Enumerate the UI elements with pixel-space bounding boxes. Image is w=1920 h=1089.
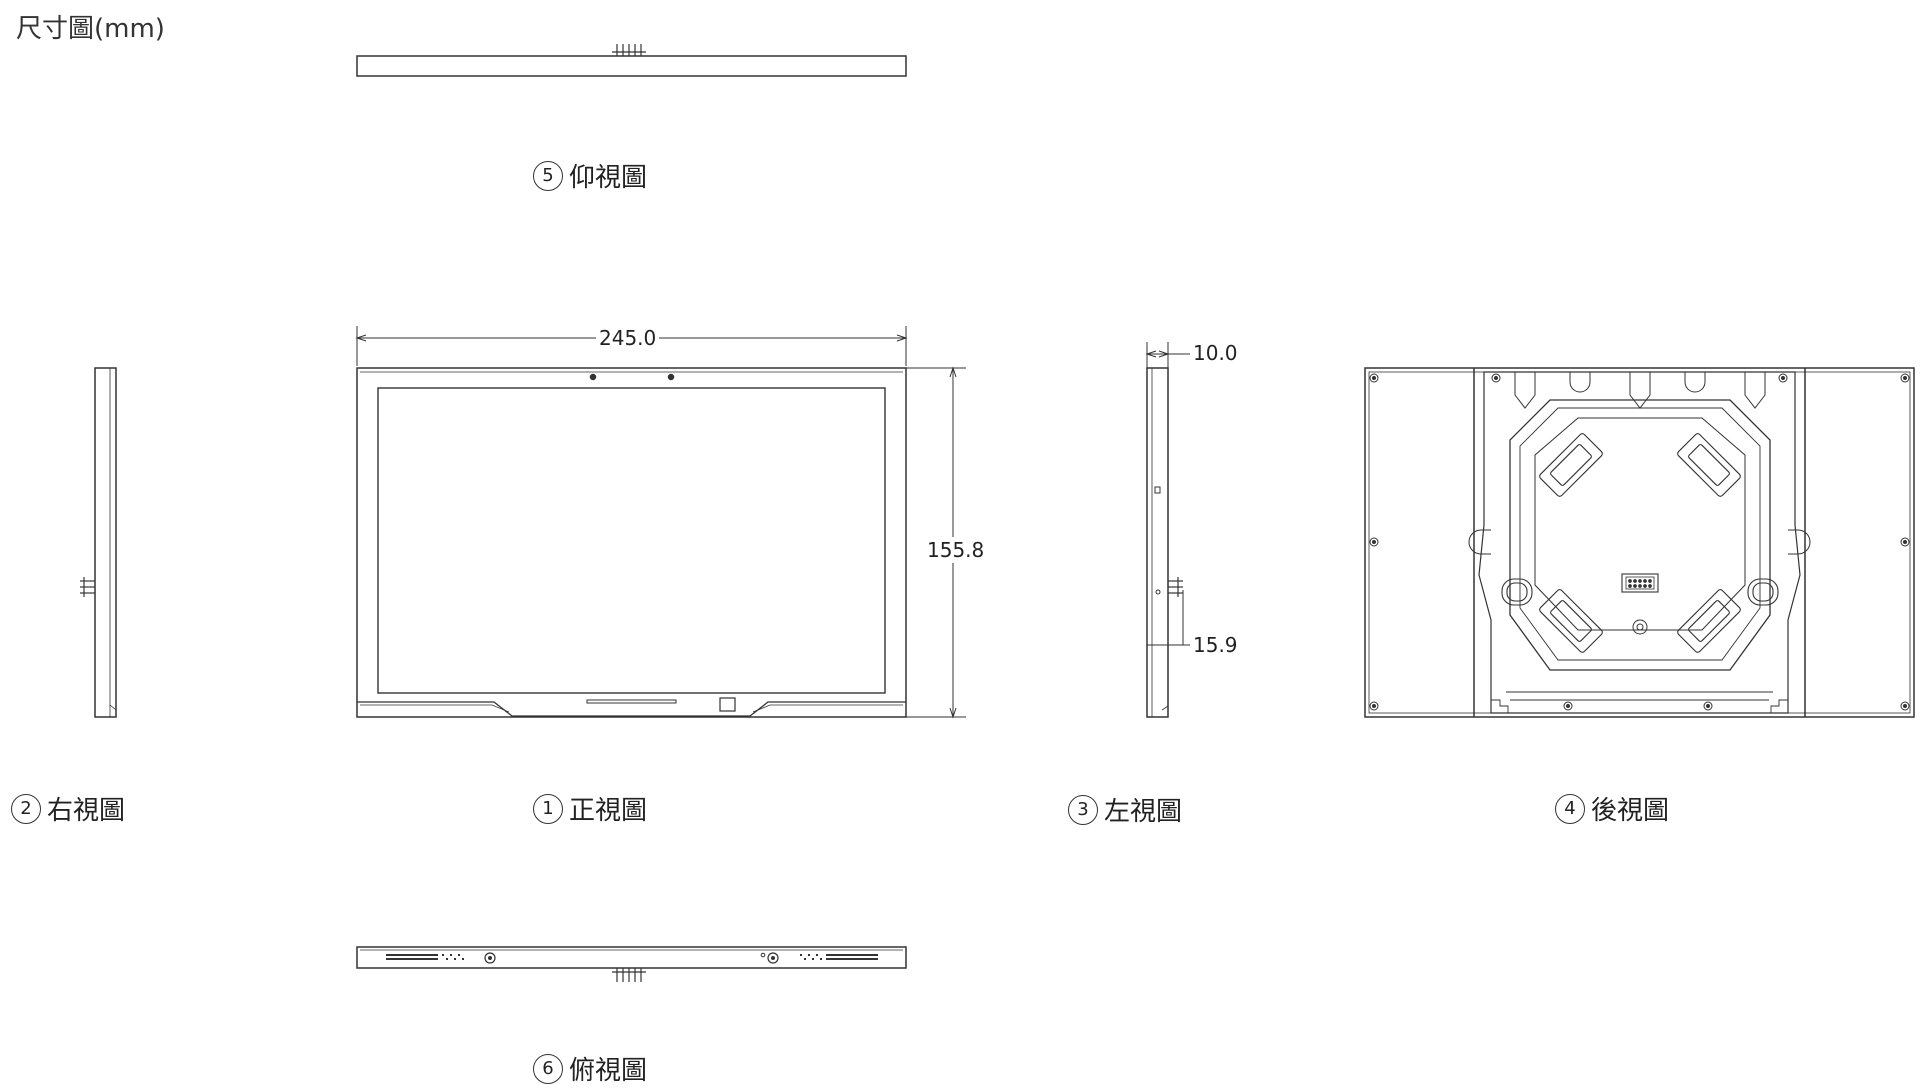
top-view-connector-pins bbox=[612, 968, 646, 982]
right-view bbox=[80, 367, 117, 718]
mounting-bracket bbox=[1478, 371, 1801, 714]
bottom-view-connector-pins bbox=[612, 44, 646, 56]
view-label: 正視圖 bbox=[569, 796, 648, 826]
left-view bbox=[1145, 342, 1190, 718]
view-label: 左視圖 bbox=[1104, 797, 1183, 827]
back-view bbox=[1364, 367, 1915, 718]
top-view bbox=[356, 946, 907, 982]
caption-left-view: 3 左視圖 bbox=[1068, 791, 1182, 828]
view-label: 後視圖 bbox=[1591, 796, 1670, 826]
back-view-connector-block bbox=[1621, 573, 1659, 593]
view-number-badge: 6 bbox=[533, 1053, 563, 1084]
top-view-vent-left bbox=[386, 954, 464, 960]
bracket-latch-bottom-right bbox=[1677, 589, 1741, 653]
bracket-inner-frame bbox=[1509, 399, 1771, 671]
depth-dimension-label: 10.0 bbox=[1193, 341, 1238, 365]
view-number-badge: 4 bbox=[1555, 793, 1585, 824]
view-label: 俯視圖 bbox=[569, 1056, 648, 1086]
front-view bbox=[355, 326, 966, 719]
bracket-latch-top-left bbox=[1539, 433, 1603, 497]
page-title: 尺寸圖(mm) bbox=[16, 14, 165, 44]
right-view-connector bbox=[80, 577, 95, 597]
bracket-top-hooks bbox=[1514, 372, 1766, 409]
caption-bottom-view: 5 仰視圖 bbox=[533, 157, 647, 194]
view-number-badge: 1 bbox=[533, 793, 563, 824]
bracket-latch-top-right bbox=[1677, 433, 1741, 497]
view-label: 仰視圖 bbox=[569, 163, 648, 193]
bracket-depth-dimension-label: 15.9 bbox=[1193, 633, 1238, 657]
view-number-badge: 3 bbox=[1068, 794, 1098, 825]
bracket-latch-bottom-left bbox=[1539, 589, 1603, 653]
height-dimension-label: 155.8 bbox=[927, 537, 985, 563]
depth-dimension-line bbox=[1145, 342, 1190, 368]
left-view-connector bbox=[1168, 577, 1183, 597]
bottom-view bbox=[356, 44, 907, 77]
top-view-vent-right bbox=[800, 954, 878, 960]
width-dimension-label: 245.0 bbox=[596, 327, 660, 349]
view-number-badge: 2 bbox=[11, 793, 41, 824]
caption-back-view: 4 後視圖 bbox=[1555, 790, 1669, 827]
caption-top-view: 6 俯視圖 bbox=[533, 1050, 647, 1087]
caption-right-view: 2 右視圖 bbox=[11, 790, 125, 827]
caption-front-view: 1 正視圖 bbox=[533, 790, 647, 827]
view-label: 右視圖 bbox=[47, 796, 126, 826]
view-number-badge: 5 bbox=[533, 160, 563, 191]
back-view-screws bbox=[1369, 373, 1910, 711]
